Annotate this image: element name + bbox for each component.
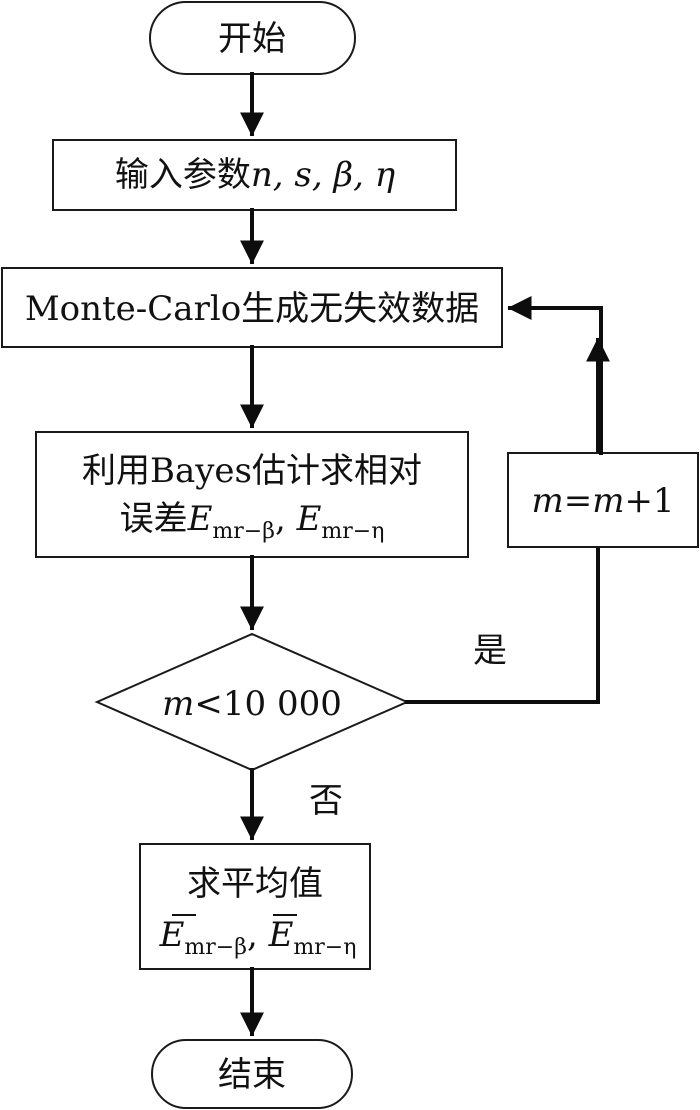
- start-label: 开始: [218, 19, 286, 59]
- no-label: 否: [309, 781, 343, 821]
- estimate-error-line1: 利用Bayes估计求相对: [82, 451, 422, 491]
- error-eta-symbol: E: [296, 499, 322, 539]
- increment-box: [507, 452, 699, 548]
- input-params-prefix: 输入参数: [115, 155, 251, 195]
- average-line1: 求平均值: [187, 864, 323, 904]
- avg-separator: ,: [247, 915, 269, 955]
- increment-label: m=m+1: [531, 481, 674, 521]
- end-label: 结束: [218, 1055, 286, 1095]
- decision-condition: <10 000: [194, 684, 341, 724]
- average-line2: Emr−β, Emr−η: [159, 915, 357, 960]
- avg-eta-symbol: E: [268, 915, 294, 955]
- estimate-error-box: [35, 431, 469, 558]
- generate-data-label: Monte-Carlo生成无失效数据: [25, 289, 479, 329]
- decision-variable: m: [162, 684, 194, 724]
- increment-m-left: m: [531, 481, 563, 521]
- decision-label: m<10 000: [162, 684, 342, 724]
- error-beta-symbol: E: [187, 499, 213, 539]
- average-box: [139, 843, 371, 970]
- input-params-list: n, s, β, η: [251, 155, 396, 195]
- error-beta-subscript: mr−β: [212, 519, 275, 544]
- input-params-box: [52, 139, 457, 211]
- input-params-label: 输入参数n, s, β, η: [115, 155, 396, 195]
- yes-label: 是: [473, 631, 507, 671]
- increment-plus-one: +1: [624, 481, 674, 521]
- avg-eta-subscript: mr−η: [293, 935, 356, 960]
- estimate-error-line2: 误差Emr−β, Emr−η: [120, 499, 385, 544]
- end-terminal: [151, 1039, 353, 1109]
- avg-beta-symbol: E: [159, 915, 185, 955]
- increment-m-right: m: [592, 481, 624, 521]
- estimate-error-prefix: 误差: [120, 499, 188, 539]
- loop-back-line: [507, 296, 603, 455]
- increment-equals: =: [564, 481, 593, 521]
- error-separator: ,: [275, 499, 297, 539]
- avg-beta-subscript: mr−β: [184, 935, 247, 960]
- error-eta-subscript: mr−η: [321, 519, 384, 544]
